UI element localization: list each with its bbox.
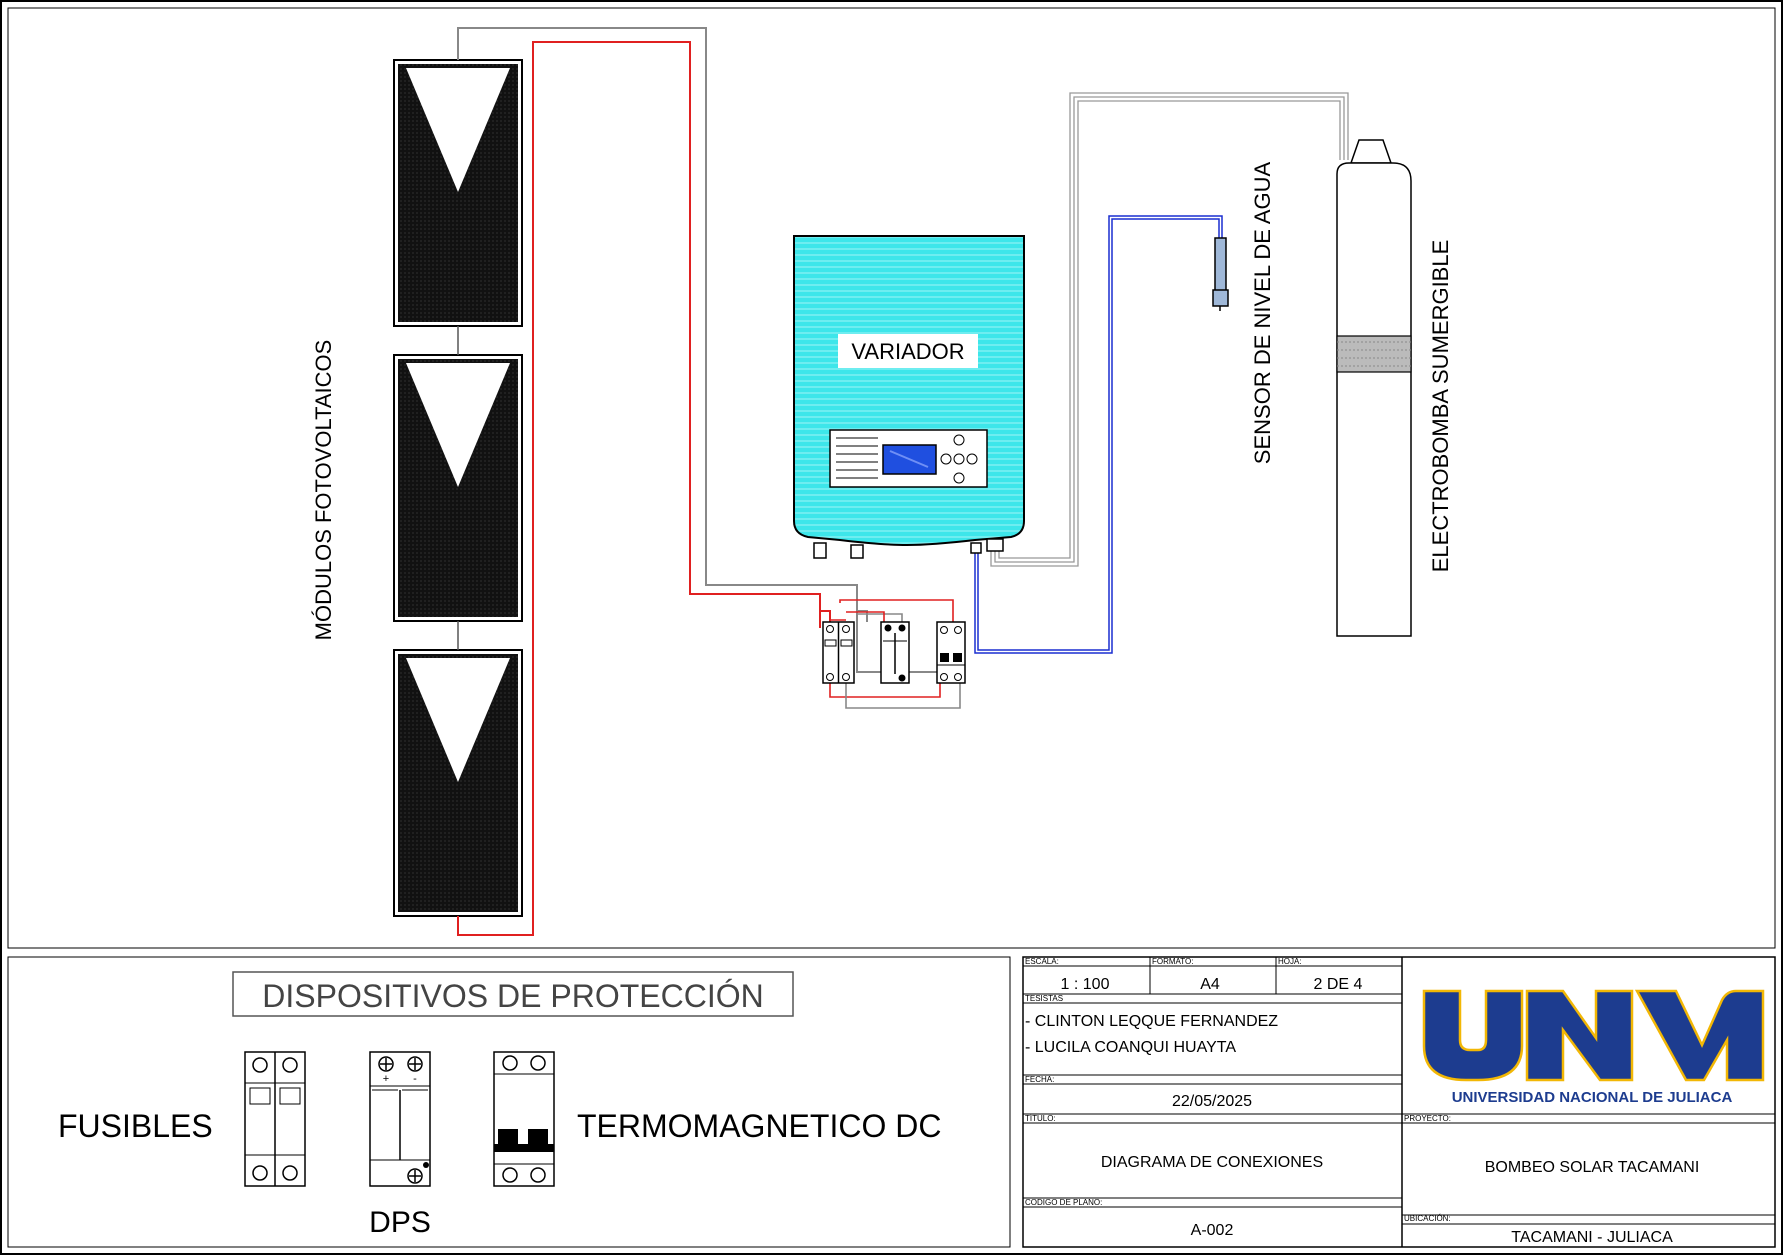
pump-connector: [986, 538, 1004, 552]
tesista-1: - CLINTON LEQQUE FERNANDEZ: [1025, 1013, 1278, 1030]
surge-protector: [880, 621, 910, 684]
keypad-button: [953, 453, 965, 465]
dc-breaker-icon: [493, 1051, 555, 1187]
university-name: UNIVERSIDAD NACIONAL DE JULIACA: [1452, 1089, 1733, 1106]
sensor-label: SENSOR DE NIVEL DE AGUA: [1250, 161, 1275, 464]
drawing-frame: [7, 7, 1776, 949]
variador-inverter: VARIADOR: [793, 235, 1025, 559]
university-logo: UNIVERSIDAD NACIONAL DE JULIACA: [1422, 989, 1765, 1106]
legend-title: DISPOSITIVOS DE PROTECCIÓN: [262, 978, 763, 1014]
positive-dc-wire: [457, 41, 821, 936]
dps-icon: + -: [369, 1051, 431, 1187]
dps-plus-mark: +: [383, 1073, 389, 1085]
dc-input-connector: [850, 544, 864, 559]
pv-module-3: [393, 649, 523, 917]
titulo-value: DIAGRAMA DE CONEXIONES: [1101, 1154, 1323, 1171]
keypad-button: [953, 472, 965, 484]
fecha-caption: FECHA:: [1025, 1075, 1054, 1084]
dc-input-connector: [813, 542, 827, 559]
protection-devices-installed: [822, 621, 966, 684]
dps-label: DPS: [369, 1206, 431, 1239]
protection-legend: DISPOSITIVOS DE PROTECCIÓN FUSIBLES + -: [58, 971, 941, 1239]
formato-caption: FORMATO:: [1152, 957, 1193, 966]
codigo-value: A-002: [1191, 1222, 1234, 1239]
variador-label: VARIADOR: [851, 339, 964, 364]
pv-module-2: [393, 354, 523, 622]
escala-value: 1 : 100: [1061, 976, 1110, 993]
sensor-connector: [970, 542, 982, 554]
legend-title-box: [232, 971, 794, 1017]
pv-module-1: [393, 59, 523, 327]
escala-caption: ESCALA:: [1025, 957, 1059, 966]
ubicacion-caption: UBICACIÓN:: [1404, 1214, 1451, 1223]
termomagnetico-label: TERMOMAGNETICO DC: [577, 1108, 941, 1144]
pump-cable: [990, 100, 1341, 567]
dps-minus-mark: -: [413, 1073, 417, 1085]
variador-label-box: [838, 334, 978, 368]
keypad-button: [940, 453, 952, 465]
keypad-button: [966, 453, 978, 465]
titulo-caption: TÍTULO:: [1025, 1114, 1056, 1123]
submersible-pump: [1336, 139, 1412, 637]
keypad-button: [953, 434, 965, 446]
tesistas-caption: TESISTAS: [1025, 994, 1063, 1003]
dc-breaker: [936, 621, 966, 684]
fuse-holder-icon: [244, 1051, 306, 1187]
sensor-wire: [974, 218, 1220, 654]
water-level-sensor: [1212, 237, 1229, 311]
ubicacion-value: TACAMANI - JULIACA: [1511, 1229, 1673, 1246]
fecha-value: 22/05/2025: [1172, 1093, 1252, 1110]
formato-value: A4: [1200, 976, 1220, 993]
pump-label: ELECTROBOMBA SUMERGIBLE: [1428, 240, 1453, 573]
fusibles-label: FUSIBLES: [58, 1108, 213, 1144]
pv-modules-label: MÓDULOS FOTOVOLTAICOS: [311, 340, 336, 641]
title-block: ESCALA: 1 : 100 FORMATO: A4 HOJA: 2 DE 4…: [1023, 957, 1775, 1247]
proyecto-value: BOMBEO SOLAR TACAMANI: [1485, 1159, 1700, 1176]
codigo-caption: CODIGO DE PLANO:: [1025, 1198, 1102, 1207]
control-panel: [829, 429, 988, 488]
legend-frame: [7, 956, 1011, 1248]
fuse-holder: [822, 621, 855, 684]
hoja-caption: HOJA:: [1278, 957, 1302, 966]
proyecto-caption: PROYECTO:: [1404, 1114, 1451, 1123]
title-block-frame: [1022, 956, 1776, 1248]
tesista-2: - LUCILA COANQUI HUAYTA: [1025, 1039, 1236, 1056]
pv-module-array: [393, 59, 523, 917]
hoja-value: 2 DE 4: [1314, 976, 1363, 993]
protection-wiring: [819, 585, 961, 709]
